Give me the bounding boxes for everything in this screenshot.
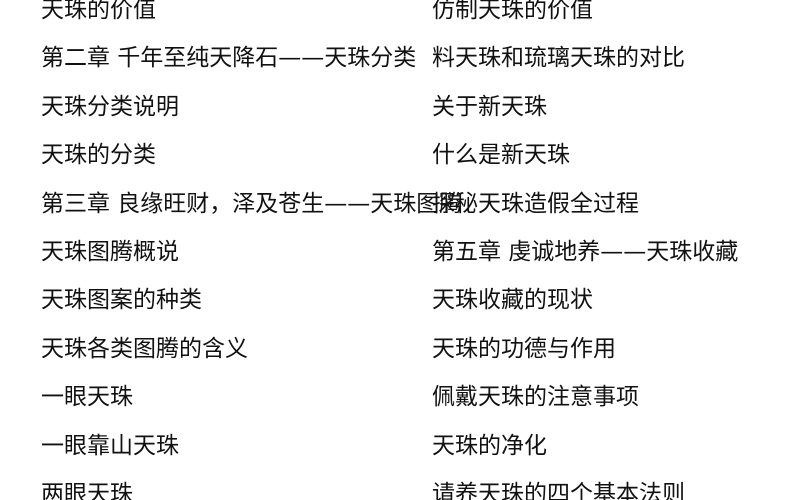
- toc-entry: 天珠收藏的现状: [432, 287, 593, 314]
- toc-entry: 天珠的净化: [432, 432, 547, 459]
- toc-entry: 仿制天珠的价值: [432, 0, 593, 23]
- toc-entry: 关于新天珠: [432, 93, 547, 120]
- toc-entry: 佩戴天珠的注意事项: [432, 384, 639, 411]
- toc-entry: 一眼天珠: [41, 384, 133, 411]
- toc-left-column: 天珠的价值 第二章 千年至纯天降石——天珠分类 天珠分类说明 天珠的分类 第三章…: [41, 0, 463, 500]
- toc-entry: 一眼靠山天珠: [41, 432, 179, 459]
- toc-chapter-heading: 第二章 千年至纯天降石——天珠分类: [41, 45, 417, 72]
- toc-entry: 什么是新天珠: [432, 142, 570, 169]
- toc-entry: 天珠的分类: [41, 142, 156, 169]
- toc-entry: 料天珠和琉璃天珠的对比: [432, 45, 685, 72]
- toc-entry: 探秘天珠造假全过程: [432, 190, 639, 217]
- toc-entry: 天珠分类说明: [41, 93, 179, 120]
- toc-entry: 请养天珠的四个基本法则: [432, 480, 685, 500]
- toc-entry: 天珠图腾概说: [41, 238, 179, 265]
- toc-chapter-heading: 第五章 虔诚地养——天珠收藏: [432, 238, 739, 265]
- toc-right-column: 仿制天珠的价值 料天珠和琉璃天珠的对比 关于新天珠 什么是新天珠 探秘天珠造假全…: [432, 0, 782, 500]
- toc-entry: 天珠的价值: [41, 0, 156, 23]
- toc-entry: 两眼天珠: [41, 480, 133, 500]
- toc-chapter-heading: 第三章 良缘旺财，泽及苍生——天珠图腾: [41, 190, 463, 217]
- toc-entry: 天珠各类图腾的含义: [41, 335, 248, 362]
- toc-entry: 天珠图案的种类: [41, 287, 202, 314]
- toc-entry: 天珠的功德与作用: [432, 335, 616, 362]
